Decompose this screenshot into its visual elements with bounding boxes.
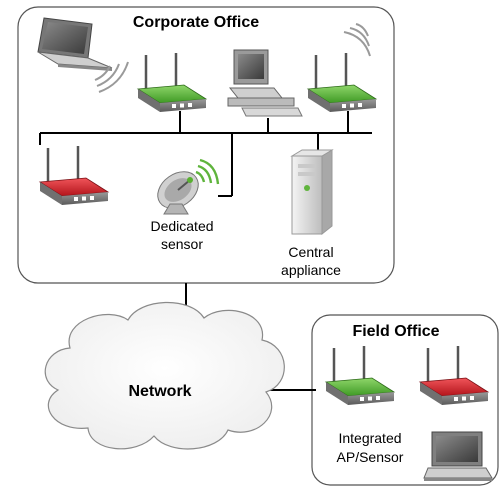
server-tower-icon: [290, 149, 334, 236]
laptop-icon: [423, 431, 493, 481]
access-point-icon: [306, 53, 378, 112]
lan-connections: [39, 111, 372, 391]
field-office-title: Field Office: [352, 323, 439, 340]
desktop-computer-icon: [227, 49, 303, 117]
wireless-waves-icon: [94, 61, 129, 93]
access-point-icon: [136, 53, 208, 112]
cloud-icon: [44, 301, 285, 450]
corporate-office-title: Corporate Office: [133, 14, 259, 31]
sensor-label-line2: sensor: [161, 236, 203, 252]
wireless-waves-icon: [343, 23, 371, 57]
appliance-label-line1: Central: [288, 244, 333, 260]
laptop-icon: [37, 17, 113, 71]
satellite-dish-sensor-icon: [157, 171, 199, 215]
sensor-label-line1: Dedicated: [150, 218, 213, 234]
rogue-access-point-icon: [38, 146, 110, 205]
integrated-ap-label-line1: Integrated: [338, 430, 401, 446]
appliance-label-line2: appliance: [281, 262, 341, 278]
wireless-waves-icon: [195, 158, 220, 185]
rogue-access-point-icon: [418, 346, 490, 405]
network-label: Network: [128, 383, 191, 400]
access-point-icon: [324, 346, 396, 405]
integrated-ap-label-line2: AP/Sensor: [337, 449, 404, 465]
